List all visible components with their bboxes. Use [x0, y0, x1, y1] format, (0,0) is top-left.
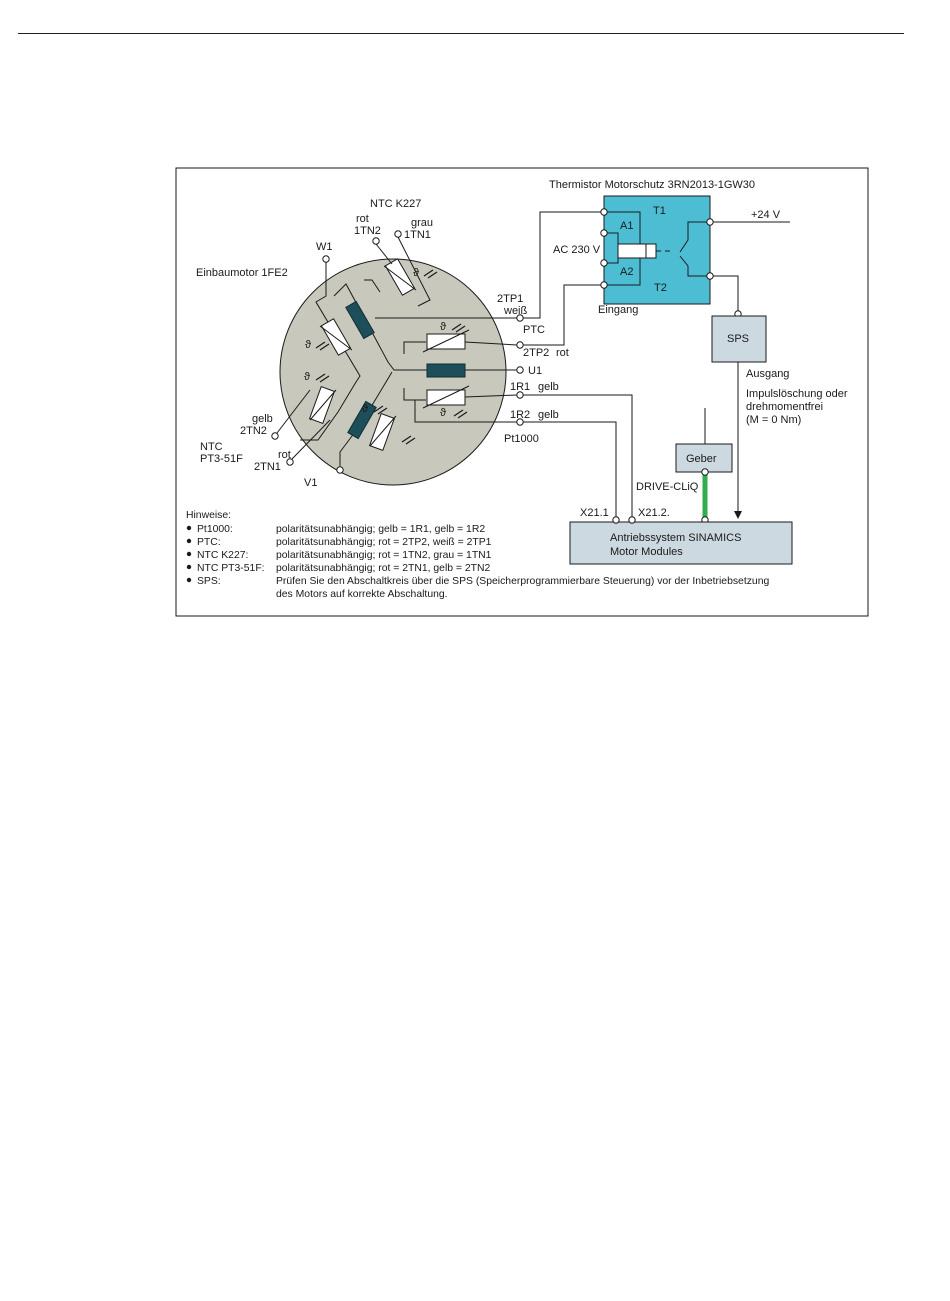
relay-coil-end [645, 243, 657, 259]
relay-supply-label: AC 230 V [553, 244, 601, 256]
note-key: NTC K227: [197, 550, 248, 561]
ptc-2tp1-label: 2TP1 [497, 293, 523, 305]
relay-terminals [600, 208, 742, 318]
winding-w [345, 300, 375, 340]
geber-terminal [701, 468, 709, 476]
heat-arrows [315, 269, 468, 445]
ptc-label: PTC [523, 324, 545, 336]
signal-wiring [523, 211, 790, 520]
sinamics-label-2: Motor Modules [610, 546, 683, 558]
winding-u [426, 363, 466, 378]
bullet-icon [186, 564, 192, 570]
ptc-leads [375, 317, 518, 423]
sps-note-1: Impulslöschung oder [746, 388, 848, 400]
sps-label: SPS [727, 333, 749, 345]
ntc-pt3-2tn1: 2TN1 [254, 461, 281, 473]
note-text-continued: des Motors auf korrekte Abschaltung. [276, 589, 448, 600]
bullet-icon [186, 551, 192, 557]
ntc-k227-rot: rot [356, 213, 369, 225]
bullet-icon [186, 525, 192, 531]
sensor-ntc-k227-lower [320, 318, 352, 356]
ptc-weiss-label: weiß [503, 305, 528, 317]
theta-icon: ϑ [362, 403, 368, 415]
sps-box [711, 315, 767, 363]
theta-icon: ϑ [440, 407, 446, 419]
thermistor-title: Thermistor Motorschutz 3RN2013-1GW30 [549, 179, 755, 191]
pt1000-1r2-label: 1R2 [510, 409, 530, 421]
ntc-k227-leads [364, 236, 431, 307]
x212-label: X21.2. [638, 507, 670, 519]
ptc-rot-label: rot [556, 347, 569, 359]
geber-label: Geber [686, 453, 717, 465]
ntc-pt3-2tn2: 2TN2 [240, 425, 267, 437]
theta-icon: ϑ [305, 339, 311, 351]
sensor-strokes [309, 265, 470, 447]
ntc-pt3-leads [276, 389, 331, 460]
sensor-ntc-k227 [384, 258, 416, 296]
notes-title: Hinweise: [186, 510, 231, 521]
winding-v [347, 400, 377, 440]
pt1000-label: Pt1000 [504, 433, 539, 445]
relay-t2-label: T2 [654, 282, 667, 294]
ntc-pt3-title2: PT3-51F [200, 453, 243, 465]
ntc-pt3-gelb: gelb [252, 413, 273, 425]
note-key: Pt1000: [197, 524, 233, 535]
x212-terminal [628, 516, 636, 524]
pt1000-1r2-color: gelb [538, 409, 559, 421]
sinamics-module-box [569, 521, 793, 565]
v1-label: V1 [304, 477, 317, 489]
motor-circle [279, 258, 507, 486]
motor-name: Einbaumotor 1FE2 [196, 267, 288, 279]
relay-a2-label: A2 [620, 266, 633, 278]
relay-internals [604, 211, 710, 286]
geber-box [675, 443, 733, 473]
pt1000-1r1-color: gelb [538, 381, 559, 393]
bullet-icon [186, 577, 192, 583]
note-key: SPS: [197, 576, 221, 587]
bullet-icon [186, 538, 192, 544]
ntc-pt3-rot: rot [278, 449, 291, 461]
sinamics-label-1: Antriebssystem SINAMICS [610, 532, 741, 544]
w1-label: W1 [316, 241, 333, 253]
relay-t1-label: T1 [653, 205, 666, 217]
notes-bullets [186, 525, 192, 583]
pt1000-1r1-label: 1R1 [510, 381, 530, 393]
drive-cliq-label: DRIVE-CLiQ [636, 481, 699, 493]
sps-ausgang: Ausgang [746, 368, 789, 380]
ntc-pt3-title1: NTC [200, 441, 223, 453]
relay-a1-label: A1 [620, 220, 633, 232]
note-key: NTC PT3-51F: [197, 563, 265, 574]
ntc-k227-grau: grau [411, 217, 433, 229]
ntc-k227-title: NTC K227 [370, 198, 421, 210]
note-key: PTC: [197, 537, 221, 548]
note-text: Prüfen Sie den Abschaltkreis über die SP… [276, 576, 769, 587]
note-text: polaritätsunabhängig; rot = 1TN2, grau =… [276, 550, 492, 561]
note-text: polaritätsunabhängig; rot = 2TN1, gelb =… [276, 563, 491, 574]
sps-note-2: drehmomentfrei [746, 401, 823, 413]
ntc-k227-1tn2: 1TN2 [354, 225, 381, 237]
u1-label: U1 [528, 365, 542, 377]
x211-label: X21.1 [580, 507, 609, 519]
theta-icon: ϑ [304, 371, 310, 383]
sensor-ntc-pt3-left [308, 385, 336, 425]
note-text: polaritätsunabhängig; rot = 2TP2, weiß =… [276, 537, 492, 548]
ntc-k227-1tn1: 1TN1 [404, 229, 431, 241]
header-rule [18, 33, 904, 34]
relay-input-label: Eingang [598, 304, 638, 316]
notes-section: Hinweise: Pt1000: polaritätsunabhängig; … [186, 510, 769, 600]
motor-windings [345, 300, 466, 440]
sps-note-3: (M = 0 Nm) [746, 414, 801, 426]
note-text: polaritätsunabhängig; gelb = 1R1, gelb =… [276, 524, 485, 535]
ptc-2tp2-label: 2TP2 [523, 347, 549, 359]
x211-terminal [612, 516, 620, 524]
plus-24v-label: +24 V [751, 209, 781, 221]
theta-icon: ϑ [440, 321, 446, 333]
